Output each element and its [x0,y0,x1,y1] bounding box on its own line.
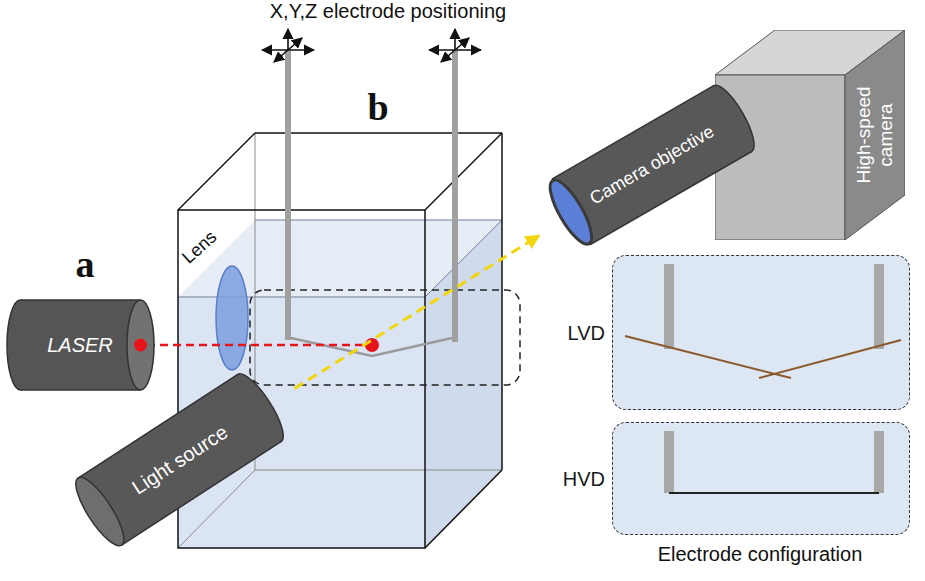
wire [669,492,879,494]
axis-arrow [441,38,469,62]
water-line [178,297,425,298]
electrode-rod [874,264,884,349]
lens [216,266,248,370]
tank-edge [425,470,502,548]
part-label: Lens [179,226,222,268]
electrode-sketch [613,423,908,533]
axis-arrow [287,29,289,50]
electrode-wire [291,338,452,356]
electrode-rod [874,431,884,493]
tank-edge [255,470,502,471]
laser-source: LASER [4,297,157,393]
electrode-sketch [613,256,908,408]
panel-letter: b [367,86,388,130]
camera-objective: Camera objective [539,77,765,254]
tank-edge [178,133,255,210]
electrode-rod [664,431,674,493]
camera-front [845,30,905,240]
wire [625,336,791,378]
xyz-arrows [262,29,481,62]
electrode-rod [664,264,674,349]
electrode-rod [285,50,291,340]
node-text: High-speed camera [853,65,897,205]
light-source: Light source [65,365,294,555]
tank-edge [255,132,502,134]
water-line [425,220,502,297]
cylinder-face [127,300,154,390]
laser-aperture [134,339,147,352]
axis-label: X,Y,Z electrode positioning [270,0,506,23]
cylinder-face [543,174,599,249]
cylinder-face [68,472,132,552]
electrode-panel: HVD [612,422,910,535]
light-path-arrow [295,235,540,388]
wire [759,340,901,378]
tank-edge [178,210,425,548]
node-text: LASER [47,334,113,357]
node-text: LVD [568,321,605,344]
water-side [425,220,502,548]
electrode-panel: LVD [612,255,910,410]
electrode-rod [452,50,458,342]
tank-edge [425,133,502,210]
axis-arrow [274,38,302,62]
camera-side [715,75,845,240]
cylinder-side [20,300,140,390]
axis-arrow [454,29,456,50]
water-line [255,220,502,221]
tank-edge [501,133,503,470]
node-text: HVD [563,467,605,490]
laser-beam [147,344,372,347]
laser-focus [365,338,379,352]
caption-label: Electrode configuration [658,543,863,566]
panel-letter: a [76,243,95,287]
cylinder-edge [20,389,140,391]
cylinder-edge [20,299,140,301]
